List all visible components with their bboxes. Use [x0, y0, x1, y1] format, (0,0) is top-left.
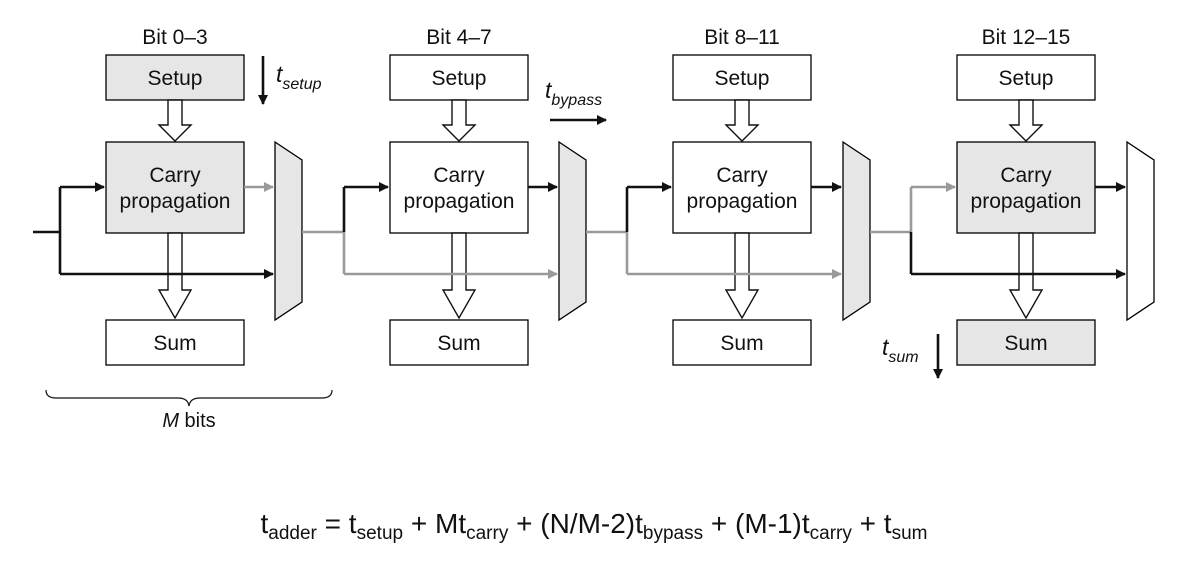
carry-label: Carry	[716, 164, 768, 187]
m-bits-text: bits	[179, 410, 216, 432]
bypass-mux	[1126, 140, 1155, 322]
t-sum-sub: sum	[888, 349, 918, 366]
carry-propagation-box	[105, 141, 245, 234]
t-bypass-label: tbypass	[545, 77, 602, 109]
m-bits-brace	[45, 389, 333, 407]
m-bits-annotation: M bits	[45, 389, 333, 432]
bypass-mux	[558, 140, 587, 322]
m-variable: M	[162, 410, 179, 432]
propagation-label: propagation	[971, 190, 1082, 213]
setup-to-carry-arrow	[724, 99, 760, 142]
t-sum-annotation: tsum	[882, 334, 943, 379]
group-bit-12-15: Bit 12–15 Setup Carry propagation Sum	[956, 26, 1155, 366]
carry-to-sum-arrow	[441, 232, 477, 320]
setup-label: Setup	[148, 67, 203, 90]
formula-term-carry-2-sub: carry	[809, 523, 852, 544]
sum-label: Sum	[153, 332, 196, 355]
sum-box	[956, 319, 1096, 366]
sum-box	[672, 319, 812, 366]
t-bypass-annotation: tbypass	[545, 77, 607, 125]
group-bit-8-11: Bit 8–11 Setup Carry propagation Sum	[672, 26, 871, 366]
setup-label: Setup	[432, 67, 487, 90]
group-title: Bit 12–15	[982, 26, 1071, 49]
t-bypass-sub: bypass	[551, 92, 602, 109]
carry-bypass-adder-diagram: Bit 0–3 Setup Carry propagation Sum Bit …	[33, 26, 1155, 432]
sum-label: Sum	[720, 332, 763, 355]
sum-label: Sum	[1004, 332, 1047, 355]
formula-lhs: t	[260, 508, 269, 539]
formula-term-carry: + Mt	[403, 508, 467, 539]
t-sum-label: tsum	[882, 334, 919, 366]
carry-label: Carry	[149, 164, 201, 187]
setup-to-carry-arrow	[1008, 99, 1044, 142]
formula-term-setup: = t	[316, 508, 357, 539]
carry-label: Carry	[1000, 164, 1052, 187]
formula-term-sum-sub: sum	[891, 523, 928, 544]
propagation-label: propagation	[687, 190, 798, 213]
setup-to-carry-arrow	[441, 99, 477, 142]
formula-term-sum: + t	[851, 508, 892, 539]
carry-wiring	[33, 182, 1126, 279]
carry-propagation-box	[672, 141, 812, 234]
group-bit-0-3: Bit 0–3 Setup Carry propagation Sum	[105, 26, 303, 366]
group-title: Bit 0–3	[142, 26, 207, 49]
carry-propagation-box	[389, 141, 529, 234]
group-bit-4-7: Bit 4–7 Setup Carry propagation Sum	[389, 26, 587, 366]
t-setup-annotation: tsetup	[258, 56, 322, 105]
t-setup-base: t	[276, 61, 284, 87]
sum-box	[105, 319, 245, 366]
formula-lhs-sub: adder	[268, 523, 317, 544]
adder-delay-formula: tadder = tsetup + Mtcarry + (N/M-2)tbypa…	[0, 508, 1188, 545]
formula-term-carry-sub: carry	[466, 523, 509, 544]
carry-label: Carry	[433, 164, 485, 187]
setup-to-carry-arrow	[157, 99, 193, 142]
carry-to-sum-arrow	[724, 232, 760, 320]
carry-propagation-box	[956, 141, 1096, 234]
formula-term-carry-2: + (M-1)t	[703, 508, 810, 539]
bypass-mux	[274, 140, 303, 322]
group-title: Bit 4–7	[426, 26, 491, 49]
setup-box	[105, 54, 245, 101]
t-setup-label: tsetup	[276, 61, 322, 93]
propagation-label: propagation	[120, 190, 231, 213]
t-sum-base: t	[882, 334, 890, 360]
formula-term-bypass: + (N/M-2)t	[508, 508, 643, 539]
formula-term-setup-sub: setup	[356, 523, 404, 544]
bypass-mux	[842, 140, 871, 322]
setup-label: Setup	[999, 67, 1054, 90]
t-setup-sub: setup	[282, 76, 321, 93]
carry-to-sum-arrow	[157, 232, 193, 320]
setup-label: Setup	[715, 67, 770, 90]
sum-box	[389, 319, 529, 366]
m-bits-label: M bits	[162, 410, 215, 432]
carry-to-sum-arrow	[1008, 232, 1044, 320]
setup-box	[389, 54, 529, 101]
t-bypass-base: t	[545, 77, 553, 103]
sum-label: Sum	[437, 332, 480, 355]
group-title: Bit 8–11	[704, 26, 780, 49]
propagation-label: propagation	[404, 190, 515, 213]
formula-term-bypass-sub: bypass	[642, 523, 704, 544]
